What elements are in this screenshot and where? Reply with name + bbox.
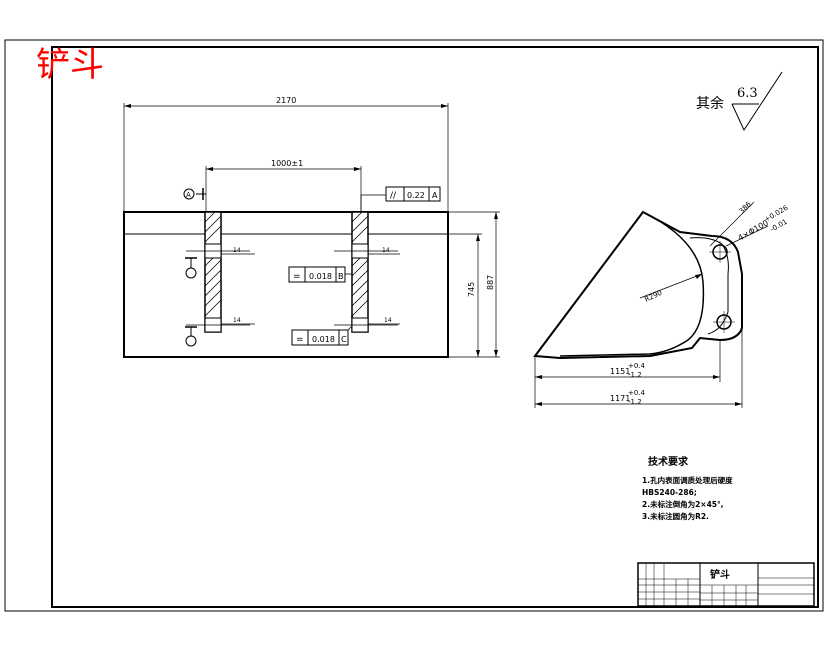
symmetry-frame-b bbox=[288, 266, 346, 283]
tech-requirement-line-4: 3.未标注圆角为R2. bbox=[642, 511, 709, 521]
roughness-value: 6.3 bbox=[737, 86, 758, 101]
thickness-4: 14 bbox=[384, 317, 392, 324]
bucket-body-outline bbox=[123, 211, 449, 358]
tech-requirement-line-2: HBS240-286; bbox=[642, 488, 697, 497]
dim-745: 745 bbox=[467, 282, 476, 297]
roughness-symbol bbox=[731, 71, 783, 132]
symmetry-frame-c bbox=[291, 329, 349, 346]
dim-887: 887 bbox=[486, 275, 495, 290]
thickness-3: 14 bbox=[233, 317, 241, 324]
dim-1151: 1151 bbox=[610, 367, 630, 376]
dim-1151-upper: +0.4 bbox=[628, 362, 646, 370]
symmetry-c-symbol: = bbox=[296, 335, 304, 345]
symmetry-c-value: 0.018 bbox=[312, 335, 335, 344]
corner-title: 铲斗 bbox=[36, 45, 104, 85]
symmetry-b-symbol: = bbox=[293, 272, 301, 282]
dim-1171-upper: +0.4 bbox=[628, 389, 646, 397]
radius-r290: R290 bbox=[643, 289, 663, 304]
inner-frame bbox=[51, 46, 819, 608]
parallelism-value: 0.22 bbox=[407, 191, 425, 200]
datum-c-circle bbox=[185, 335, 197, 347]
tech-requirement-line-1: 1.孔内表面调质处理后硬度 bbox=[642, 475, 733, 485]
dim-386: 386 bbox=[738, 200, 753, 215]
parallelism-datum: A bbox=[432, 191, 438, 200]
dim-2170: 2170 bbox=[276, 96, 296, 105]
datum-a-label: A bbox=[186, 191, 191, 199]
bucket-inner-curve bbox=[559, 211, 705, 357]
parallelism-symbol: // bbox=[390, 191, 397, 201]
datum-b-circle bbox=[185, 267, 197, 279]
parallelism-frame bbox=[385, 186, 441, 202]
thickness-1: 14 bbox=[233, 247, 241, 254]
side-view bbox=[533, 201, 769, 408]
title-block-part-name: 铲斗 bbox=[710, 568, 730, 581]
thickness-2: 14 bbox=[382, 247, 390, 254]
dim-1171: 1171 bbox=[610, 394, 630, 403]
dim-1000: 1000±1 bbox=[271, 159, 303, 168]
bucket-side-outline bbox=[533, 210, 743, 360]
dim-1151-lower: -1.2 bbox=[628, 371, 642, 379]
dim-1171-lower: -1.2 bbox=[628, 398, 642, 406]
roughness-label: 其余 bbox=[696, 95, 724, 112]
symmetry-b-datum: B bbox=[338, 272, 344, 281]
datum-a-circle bbox=[183, 188, 195, 200]
outer-frame bbox=[4, 39, 824, 612]
symmetry-c-datum: C bbox=[341, 335, 347, 344]
tech-requirements-title: 技术要求 bbox=[648, 455, 689, 468]
title-block bbox=[637, 562, 815, 607]
hatch-right bbox=[351, 211, 369, 317]
hatch-left bbox=[204, 211, 222, 317]
symmetry-b-value: 0.018 bbox=[309, 272, 332, 281]
front-view bbox=[123, 103, 500, 358]
tech-requirement-line-3: 2.未标注倒角为2×45°, bbox=[642, 499, 724, 509]
